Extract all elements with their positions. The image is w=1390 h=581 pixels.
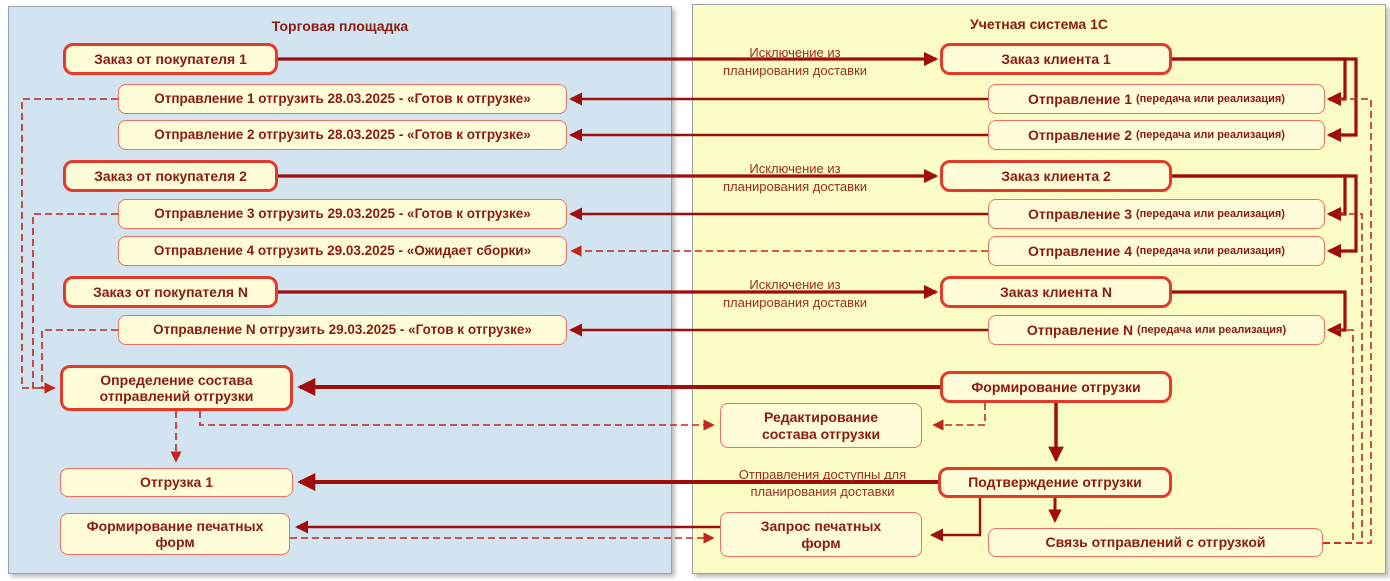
node-shipment-1-status: Отправление 1 отгрузить 28.03.2025 - «Го… [118, 84, 567, 114]
node-composition-determination: Определение состава отправлений отгрузки [60, 365, 293, 411]
node-client-shipment-1: Отправление 1 (передача или реализация) [988, 84, 1325, 114]
label-exclusion-delivery-n: Исключение из планирования доставки [722, 277, 868, 310]
node-client-shipment-2: Отправление 2 (передача или реализация) [988, 120, 1325, 150]
node-link-shipments: Связь отправлений с отгрузкой [988, 528, 1323, 557]
node-shipment-4-status: Отправление 4 отгрузить 29.03.2025 - «Ож… [118, 236, 567, 266]
node-client-shipment-4-label: Отправление 4 [1028, 242, 1132, 259]
node-client-shipment-n-label: Отправление N [1026, 321, 1134, 338]
node-buyer-order-2: Заказ от покупателя 2 [63, 160, 278, 192]
node-client-shipment-4: Отправление 4 (передача или реализация) [988, 236, 1325, 266]
node-client-order-n: Заказ клиента N [940, 276, 1172, 308]
node-buyer-order-1: Заказ от покупателя 1 [63, 43, 278, 75]
node-client-shipment-1-label: Отправление 1 [1028, 90, 1132, 107]
node-client-shipment-3: Отправление 3 (передача или реализация) [988, 199, 1325, 229]
node-client-shipment-2-label: Отправление 2 [1028, 126, 1132, 143]
node-shipment-confirmation: Подтверждение отгрузки [938, 467, 1172, 498]
node-print-forms-generation: Формирование печатных форм [60, 513, 290, 555]
label-shipments-available: Отправления доступны для планирования до… [738, 467, 907, 499]
node-shipment-2-status: Отправление 2 отгрузить 28.03.2025 - «Го… [118, 120, 567, 150]
label-exclusion-delivery-2: Исключение из планирования доставки [722, 161, 868, 194]
node-shipment-editing: Редактирование состава отгрузки [720, 403, 922, 448]
node-client-shipment-1-suffix: (передача или реализация) [1136, 92, 1285, 105]
node-client-shipment-2-suffix: (передача или реализация) [1136, 128, 1285, 141]
panel-1c-accounting-system-title: Учетная система 1С [970, 16, 1108, 32]
node-shipment-3-status: Отправление 3 отгрузить 29.03.2025 - «Го… [118, 199, 567, 229]
panel-trading-platform-title: Торговая площадка [271, 18, 409, 34]
node-client-order-2: Заказ клиента 2 [940, 160, 1172, 192]
node-client-order-1: Заказ клиента 1 [940, 43, 1172, 75]
node-client-shipment-3-suffix: (передача или реализация) [1136, 207, 1285, 220]
node-shipment-doc-1: Отгрузка 1 [60, 468, 293, 497]
node-shipment-forming: Формирование отгрузки [940, 371, 1172, 403]
node-print-forms-request: Запрос печатных форм [720, 512, 922, 557]
node-client-shipment-n: Отправление N (передача или реализация) [988, 315, 1325, 345]
label-exclusion-delivery-1: Исключение из планирования доставки [722, 45, 868, 78]
node-client-shipment-n-suffix: (передача или реализация) [1137, 323, 1287, 336]
node-client-shipment-3-label: Отправление 3 [1028, 205, 1132, 222]
node-buyer-order-n: Заказ от покупателя N [63, 276, 278, 308]
node-shipment-n-status: Отправление N отгрузить 29.03.2025 - «Го… [118, 315, 567, 345]
node-client-shipment-4-suffix: (передача или реализация) [1136, 244, 1285, 257]
